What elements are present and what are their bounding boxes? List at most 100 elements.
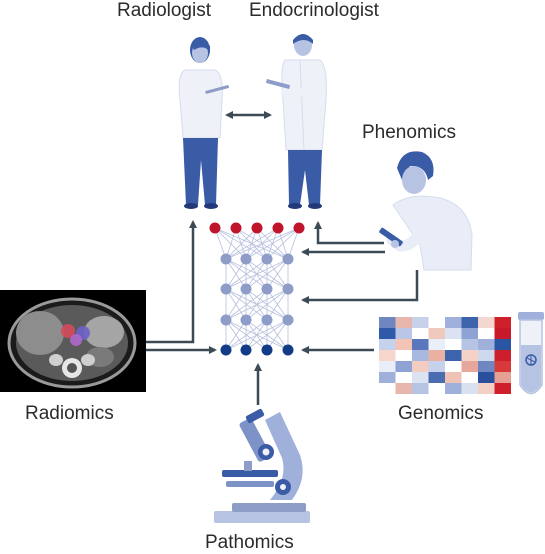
- network-edge: [225, 288, 247, 321]
- phenomics-label: Phenomics: [362, 122, 456, 143]
- heatmap-cell: [478, 339, 495, 350]
- heatmap-cell: [412, 372, 429, 383]
- heatmap-cell: [461, 317, 478, 328]
- heatmap-cell: [428, 350, 445, 361]
- network-edge: [225, 319, 247, 351]
- network-edge: [225, 258, 268, 290]
- heatmap-cell: [412, 350, 429, 361]
- network-edge: [214, 227, 247, 260]
- heatmap-cell: [395, 328, 412, 339]
- heatmap-cell: [461, 350, 478, 361]
- phenomics-figure: [379, 151, 473, 271]
- network-edge: [245, 227, 300, 260]
- heatmap-cell: [494, 328, 511, 339]
- endocrinologist-label: Endocrinologist: [249, 0, 379, 21]
- output-layer-node: [251, 222, 263, 234]
- hidden-layer-node: [282, 314, 294, 326]
- heatmap-cell: [478, 328, 495, 339]
- hidden-layer-node: [220, 314, 232, 326]
- heatmap-cell: [445, 328, 462, 339]
- heatmap-cell: [395, 317, 412, 328]
- neural-network: [209, 222, 305, 356]
- output-layer-node: [272, 222, 284, 234]
- network-edge: [245, 258, 289, 290]
- heatmap-cell: [445, 317, 462, 328]
- network-edge: [266, 319, 289, 351]
- heatmap-cell: [412, 339, 429, 350]
- radiologist-label: Radiologist: [117, 0, 211, 21]
- heatmap-cell: [445, 350, 462, 361]
- input-layer-node: [282, 344, 294, 356]
- pathomics-label: Pathomics: [205, 532, 294, 553]
- heatmap-cell: [494, 317, 511, 328]
- heatmap-cell: [478, 350, 495, 361]
- heatmap-cell: [379, 383, 396, 394]
- heatmap-cell: [478, 383, 495, 394]
- network-edge: [225, 227, 258, 260]
- heatmap-cell: [395, 361, 412, 372]
- sample-tube-icon: [518, 312, 544, 395]
- genomics-label: Genomics: [398, 403, 484, 424]
- phenomics-to-output-arrow: [314, 221, 384, 245]
- output-layer-node: [209, 222, 221, 234]
- input-layer-node: [240, 344, 252, 356]
- heatmap-cell: [494, 372, 511, 383]
- heatmap-cell: [445, 361, 462, 372]
- input-layer-node: [261, 344, 273, 356]
- heatmap-cell: [494, 339, 511, 350]
- heatmap-cell: [428, 372, 445, 383]
- heatmap-cell: [379, 339, 396, 350]
- phenomics-lower-arrow: [301, 270, 419, 304]
- arrows: [146, 220, 419, 405]
- network-edge: [266, 288, 289, 321]
- heatmap-cell: [461, 372, 478, 383]
- heatmap-cell: [445, 383, 462, 394]
- network-edge: [225, 227, 279, 260]
- heatmap-cell: [445, 339, 462, 350]
- heatmap-cell: [412, 317, 429, 328]
- network-edge: [225, 227, 300, 260]
- heatmap-cell: [461, 361, 478, 372]
- heatmap-cell: [412, 328, 429, 339]
- heatmap-cell: [379, 361, 396, 372]
- hidden-layer-node: [261, 253, 273, 265]
- heatmap-cell: [379, 328, 396, 339]
- radiomics-to-output-arrow: [146, 220, 197, 344]
- heatmap-cell: [395, 350, 412, 361]
- heatmap-cell: [428, 383, 445, 394]
- heatmap-cell: [428, 339, 445, 350]
- heatmap-cell: [379, 317, 396, 328]
- network-edge: [225, 319, 268, 351]
- network-edge: [225, 258, 247, 290]
- heatmap-cell: [494, 383, 511, 394]
- network-edge: [225, 288, 289, 321]
- heatmap-cell: [494, 350, 511, 361]
- network-edge: [266, 258, 289, 290]
- endocrinologist-figure: [265, 34, 327, 209]
- heatmap-cell: [395, 383, 412, 394]
- microscope-icon: [214, 408, 310, 523]
- network-edge: [245, 288, 289, 321]
- heatmap-cell: [412, 361, 429, 372]
- hidden-layer-node: [261, 283, 273, 295]
- output-layer-node: [230, 222, 242, 234]
- hidden-layer-node: [240, 314, 252, 326]
- heatmap-cell: [379, 350, 396, 361]
- heatmap-cell: [461, 339, 478, 350]
- hidden-layer-node: [220, 283, 232, 295]
- heatmap-cell: [428, 317, 445, 328]
- radiologist-figure: [178, 37, 230, 209]
- heatmap-cell: [461, 328, 478, 339]
- hidden-layer-node: [220, 253, 232, 265]
- heatmap-cell: [445, 372, 462, 383]
- heatmap-cell: [478, 361, 495, 372]
- heatmap-cell: [478, 317, 495, 328]
- heatmap-cell: [379, 372, 396, 383]
- heatmap-cell: [412, 383, 429, 394]
- heatmap-cell: [494, 361, 511, 372]
- heatmap-cell: [478, 372, 495, 383]
- ct-scan-image: [0, 290, 146, 392]
- network-edge: [245, 319, 289, 351]
- heatmap-cell: [461, 383, 478, 394]
